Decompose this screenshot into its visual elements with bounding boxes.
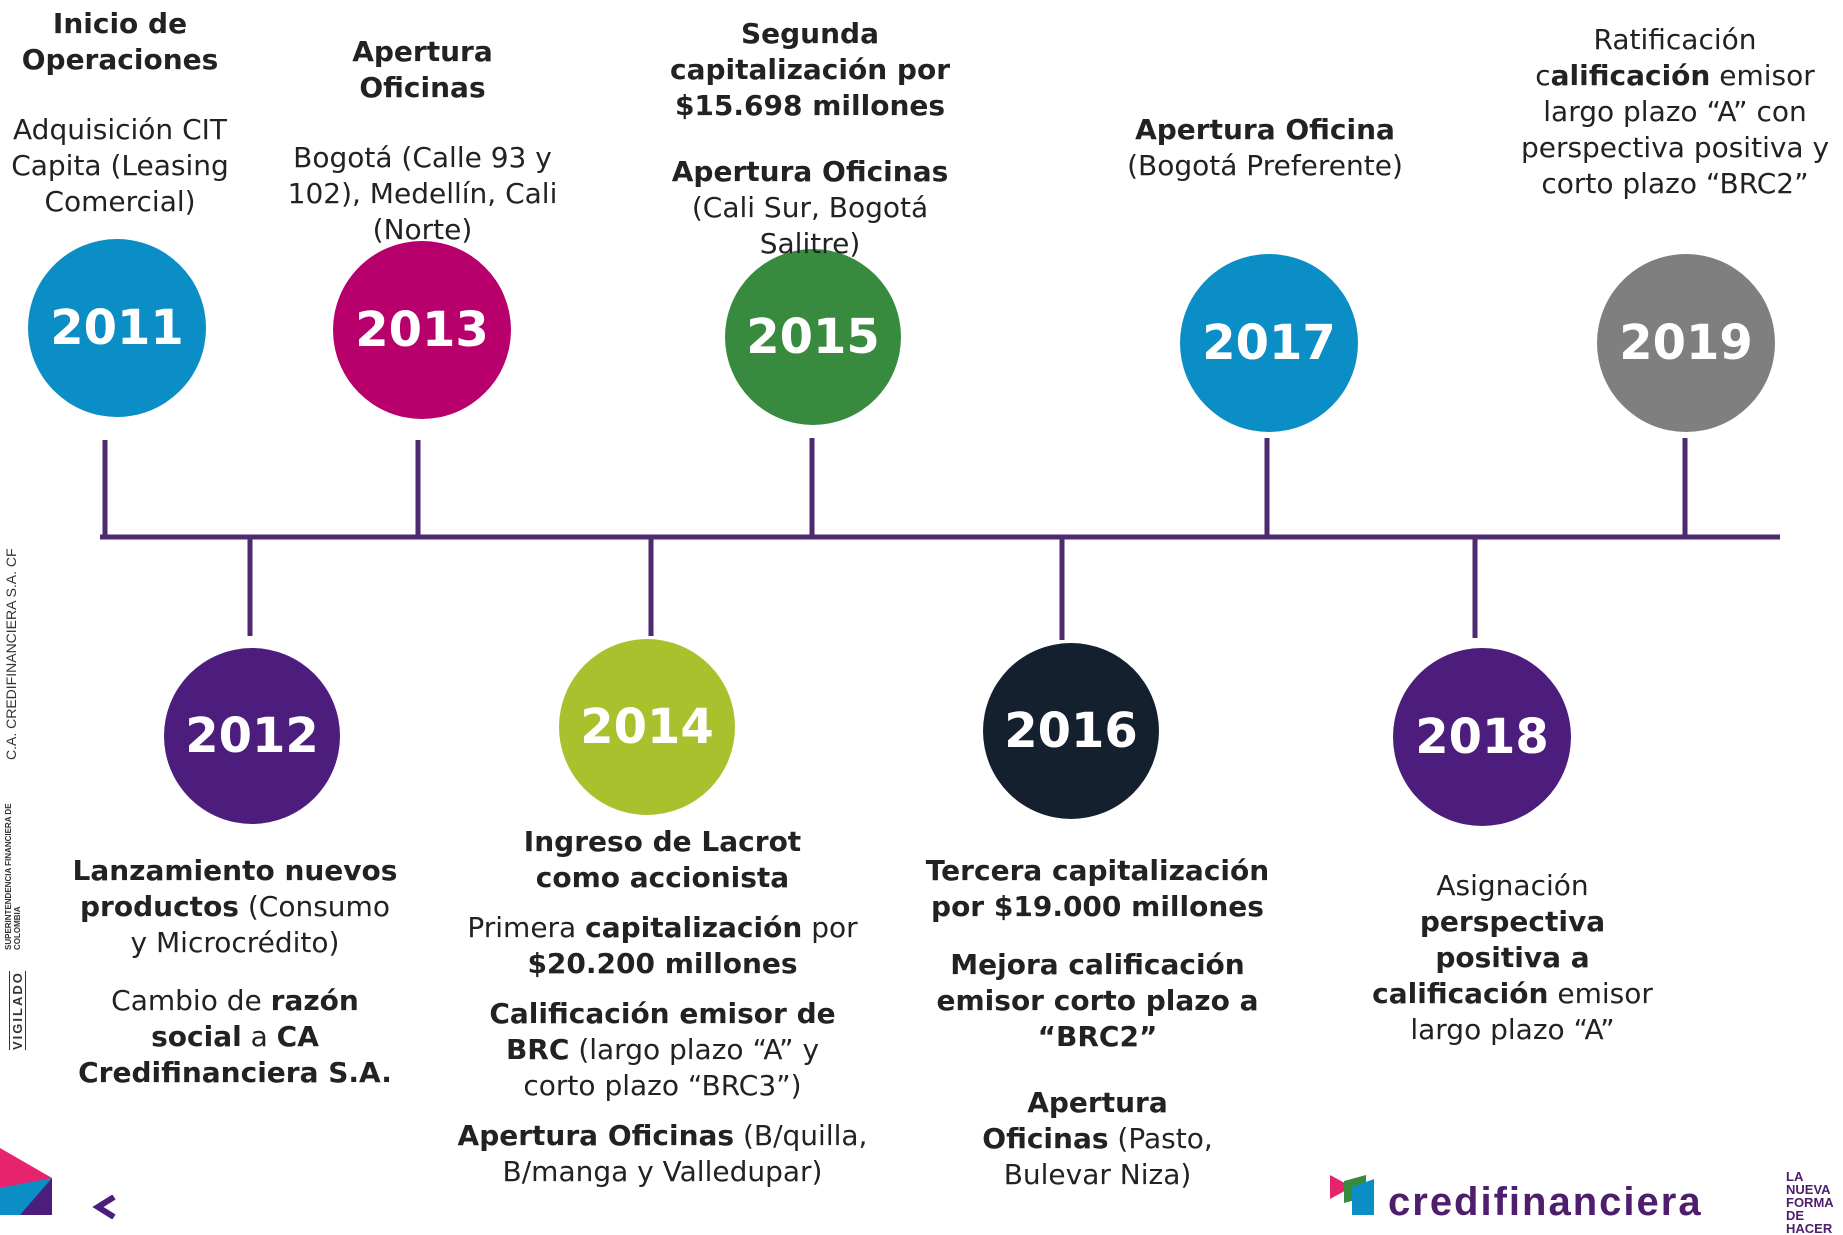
milestone-2013-body: Bogotá (Calle 93 y 102), Medellín, Cali … [287, 141, 558, 246]
year-2011: 2011 [50, 300, 184, 356]
milestone-2014-offices-bold: Apertura Oficinas [457, 1119, 735, 1152]
logo-shape-icon [0, 1148, 52, 1215]
milestone-2019-body: Ratificación calificación emisor largo p… [1510, 22, 1840, 202]
milestone-2019-p1: Ratificación c [1535, 23, 1757, 92]
milestone-2015-offices-rest: (Cali Sur, Bogotá Salitre) [691, 191, 929, 260]
year-2012: 2012 [185, 708, 319, 764]
milestone-2015-text: Segunda capitalización por $15.698 millo… [645, 16, 975, 276]
brand-logo-icon [1330, 1175, 1374, 1215]
milestone-2018-p3: emisor largo plazo “A” [1410, 977, 1653, 1046]
milestone-2011-text: Inicio de Operaciones Adquisición CIT Ca… [0, 6, 240, 234]
milestone-2016-offices: Apertura Oficinas (Pasto, Bulevar Niza) [905, 1085, 1290, 1193]
milestone-2013-text: Apertura Oficinas Bogotá (Calle 93 y 102… [285, 34, 560, 262]
milestone-2017-text: Apertura Oficina (Bogotá Preferente) [1115, 112, 1415, 198]
year-circle-2018: 2018 [1393, 648, 1571, 826]
company-legal-name: C.A. CREDIFINANCIERA S.A. CF [3, 548, 19, 760]
year-2016: 2016 [1004, 703, 1138, 759]
year-circle-2011: 2011 [28, 239, 206, 417]
year-circle-2017: 2017 [1180, 254, 1358, 432]
milestone-2019-p3: emisor largo plazo “A” con perspectiva p… [1520, 59, 1830, 200]
milestone-2018-p2: perspectiva positiva a calificación [1372, 905, 1606, 1010]
year-2015: 2015 [746, 309, 880, 365]
milestone-2019-p2: alificación [1550, 59, 1711, 92]
logo-accent-icon [92, 1195, 116, 1219]
milestone-2014-capitalization: Primera capitalización por $20.200 millo… [445, 910, 880, 982]
milestone-2016-capitalization: Tercera capitalización por $19.000 millo… [925, 854, 1270, 923]
milestone-2018-body: Asignación perspectiva positiva a califi… [1355, 868, 1670, 1048]
brand-name: credifinanciera [1388, 1180, 1703, 1224]
milestone-2012-products-rest: (Consumo y Microcrédito) [130, 890, 390, 959]
milestone-2018-text: Asignación perspectiva positiva a califi… [1355, 868, 1670, 1062]
milestone-2015-title: Segunda capitalización por $15.698 millo… [670, 17, 950, 122]
milestone-2013-title: Apertura Oficinas [352, 35, 493, 104]
year-circle-2012: 2012 [164, 648, 340, 824]
milestone-2014-b2b: capitalización [585, 911, 803, 944]
milestone-2014-rating: Calificación emisor de BRC (largo plazo … [445, 996, 880, 1104]
year-2014: 2014 [580, 699, 714, 755]
milestone-2014-rating-rest: (largo plazo “A” y corto plazo “BRC3”) [523, 1033, 820, 1102]
year-2013: 2013 [355, 302, 489, 358]
vigilado-label: VIGILADO [9, 971, 26, 1050]
milestone-2012-b2a: Cambio de [111, 984, 271, 1017]
milestone-2015-offices: Apertura Oficinas (Cali Sur, Bogotá Sali… [645, 154, 975, 262]
milestone-2012-products: Lanzamiento nuevos productos (Consumo y … [70, 853, 400, 961]
milestone-2012-products-bold: Lanzamiento nuevos productos [72, 854, 398, 923]
year-circle-2019: 2019 [1597, 254, 1775, 432]
milestone-2011-body: Adquisición CIT Capita (Leasing Comercia… [11, 113, 229, 218]
milestone-2014-b2a: Primera [467, 911, 586, 944]
milestone-2015-offices-bold: Apertura Oficinas [671, 155, 949, 188]
milestone-2019-text: Ratificación calificación emisor largo p… [1510, 22, 1840, 216]
brand-tagline: LA NUEVA FORMA DE HACER [1786, 1170, 1834, 1235]
milestone-2014-b2c: por [802, 911, 858, 944]
milestone-2012-b2d: CA Credifinanciera S.A. [78, 1020, 392, 1089]
milestone-2011-title: Inicio de Operaciones [21, 7, 219, 76]
milestone-2016-offices-bold: Apertura Oficinas [982, 1086, 1168, 1155]
year-circle-2016: 2016 [983, 643, 1159, 819]
milestone-2014-text: Ingreso de Lacrot como accionista Primer… [445, 824, 880, 1204]
milestone-2012-name-change: Cambio de razón social a CA Credifinanci… [70, 983, 400, 1091]
milestone-2014-offices-rest: (B/quilla, B/manga y Valledupar) [502, 1119, 868, 1188]
year-2019: 2019 [1619, 315, 1753, 371]
year-circle-2014: 2014 [559, 639, 735, 815]
milestone-2012-b2b: razón social [151, 984, 359, 1053]
milestone-2014-title: Ingreso de Lacrot como accionista [523, 825, 802, 894]
milestone-2017-title: Apertura Oficina [1135, 113, 1395, 146]
year-2017: 2017 [1202, 315, 1336, 371]
milestone-2014-offices: Apertura Oficinas (B/quilla, B/manga y V… [445, 1118, 880, 1190]
milestone-2016-text: Tercera capitalización por $19.000 millo… [905, 853, 1290, 1207]
milestone-2018-p1: Asignación [1436, 869, 1589, 902]
year-circle-2015: 2015 [725, 249, 901, 425]
year-circle-2013: 2013 [333, 241, 511, 419]
milestone-2014-b2d: $20.200 millones [527, 947, 798, 980]
milestone-2012-b2c: a [241, 1020, 277, 1053]
milestone-2016-rating: Mejora calificación emisor corto plazo a… [936, 948, 1259, 1053]
superintendencia-label: SUPERINTENDENCIA FINANCIERA DE COLOMBIA [4, 803, 22, 950]
milestone-2014-rating-bold: Calificación emisor de BRC [489, 997, 836, 1066]
year-2018: 2018 [1415, 709, 1549, 765]
milestone-2016-offices-rest: (Pasto, Bulevar Niza) [1003, 1122, 1213, 1191]
milestone-2012-text: Lanzamiento nuevos productos (Consumo y … [70, 853, 400, 1105]
milestone-2017-body: (Bogotá Preferente) [1127, 149, 1403, 182]
